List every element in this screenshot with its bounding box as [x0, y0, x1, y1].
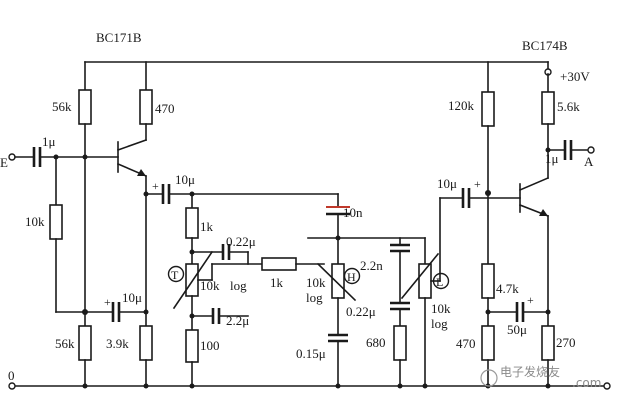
transistor-left-collector: [116, 138, 148, 152]
mid-marker-letter: H: [347, 270, 356, 284]
watermark-logo-icon: [480, 369, 498, 387]
ground-terminal-left: [8, 382, 16, 390]
label-10k-left: 10k: [25, 214, 45, 229]
resistor-470-top: [139, 89, 153, 125]
supply-voltage-label: +30V: [560, 69, 590, 84]
resistor-100: [185, 329, 199, 363]
label-100: 100: [200, 338, 220, 353]
label-0-15: 0.15μ: [296, 346, 326, 361]
label-1k-series: 1k: [270, 275, 284, 290]
junction: [545, 383, 551, 389]
junction: [397, 383, 403, 389]
ground-label: 0: [8, 368, 15, 383]
resistor-120k: [481, 91, 495, 127]
ground-terminal-right: [603, 382, 611, 390]
label-mid-taper: log: [306, 290, 323, 305]
label-470-top: 470: [155, 101, 175, 116]
output-label: A: [584, 154, 594, 169]
input-terminal: [8, 153, 16, 161]
transistor-left-label: BC171B: [96, 30, 142, 45]
label-10u-out1: 10μ: [175, 172, 195, 187]
label-50u: 50μ: [507, 322, 527, 337]
label-270: 270: [556, 335, 576, 350]
output-terminal: [587, 146, 595, 154]
treble-marker-letter: T: [171, 268, 179, 282]
potentiometer-treble[interactable]: [185, 263, 199, 297]
resistor-3-9k: [139, 325, 153, 361]
transistor-right-emitter-arrow: [539, 209, 548, 216]
resistor-10k-left: [49, 204, 63, 240]
label-bass-taper: log: [431, 316, 448, 331]
polarity-plus: +: [527, 293, 534, 307]
label-0-22-treble: 0.22μ: [226, 234, 256, 249]
label-10n: 10n: [343, 205, 363, 220]
resistor-1k-treble: [185, 207, 199, 239]
label-680: 680: [366, 335, 386, 350]
junction: [422, 383, 428, 389]
resistor-4-7k: [481, 263, 495, 299]
bass-marker-letter: L: [436, 275, 443, 289]
potentiometer-bass-arrow: [400, 252, 440, 300]
label-bass-value: 10k: [431, 301, 451, 316]
watermark-text: 电子发烧友.com: [500, 364, 601, 390]
label-120k: 120k: [448, 98, 475, 113]
label-56k-top: 56k: [52, 99, 72, 114]
junction: [82, 383, 88, 389]
label-10u-in2: 10μ: [437, 176, 457, 191]
label-0-22-mid: 0.22μ: [346, 304, 376, 319]
mid-control-marker[interactable]: [343, 267, 361, 285]
label-c-in: 1μ: [42, 134, 56, 149]
junction: [143, 383, 149, 389]
junction: [53, 154, 59, 160]
junction: [335, 383, 341, 389]
resistor-270: [541, 325, 555, 361]
label-5-6k: 5.6k: [557, 99, 580, 114]
label-2-2n: 2.2n: [360, 258, 383, 273]
potentiometer-mid-arrow: [316, 262, 357, 302]
polarity-plus: +: [104, 295, 111, 309]
treble-control-marker[interactable]: [167, 265, 185, 283]
label-3-9k: 3.9k: [106, 336, 129, 351]
resistor-470-bottom: [481, 325, 495, 361]
input-label: E: [0, 155, 8, 170]
polarity-plus: +: [152, 179, 159, 193]
junction: [189, 383, 195, 389]
label-4-7k: 4.7k: [496, 281, 519, 296]
resistor-5-6k: [541, 91, 555, 125]
transistor-left-emitter-arrow: [137, 169, 146, 176]
label-470-bottom: 470: [456, 336, 476, 351]
label-c-out: 1μ: [545, 151, 559, 166]
label-56k-bottom: 56k: [55, 336, 75, 351]
label-10u-bias: 10μ: [122, 290, 142, 305]
junction: [82, 154, 88, 160]
label-treble-value: 10k: [200, 278, 220, 293]
label-treble-taper: log: [230, 278, 247, 293]
label-mid-value: 10k: [306, 275, 326, 290]
transistor-right-collector: [518, 176, 550, 192]
potentiometer-mid[interactable]: [331, 263, 345, 299]
resistor-56k-bottom: [78, 325, 92, 361]
label-2-2u: 2.2μ: [226, 313, 249, 328]
resistor-680: [393, 325, 407, 361]
potentiometer-treble-arrow: [172, 250, 214, 310]
polarity-plus: +: [474, 177, 481, 191]
resistor-56k-top: [78, 89, 92, 125]
resistor-1k-series: [261, 257, 297, 271]
transistor-right-label: BC174B: [522, 38, 568, 53]
junction: [143, 191, 149, 197]
label-1k-treble: 1k: [200, 219, 214, 234]
